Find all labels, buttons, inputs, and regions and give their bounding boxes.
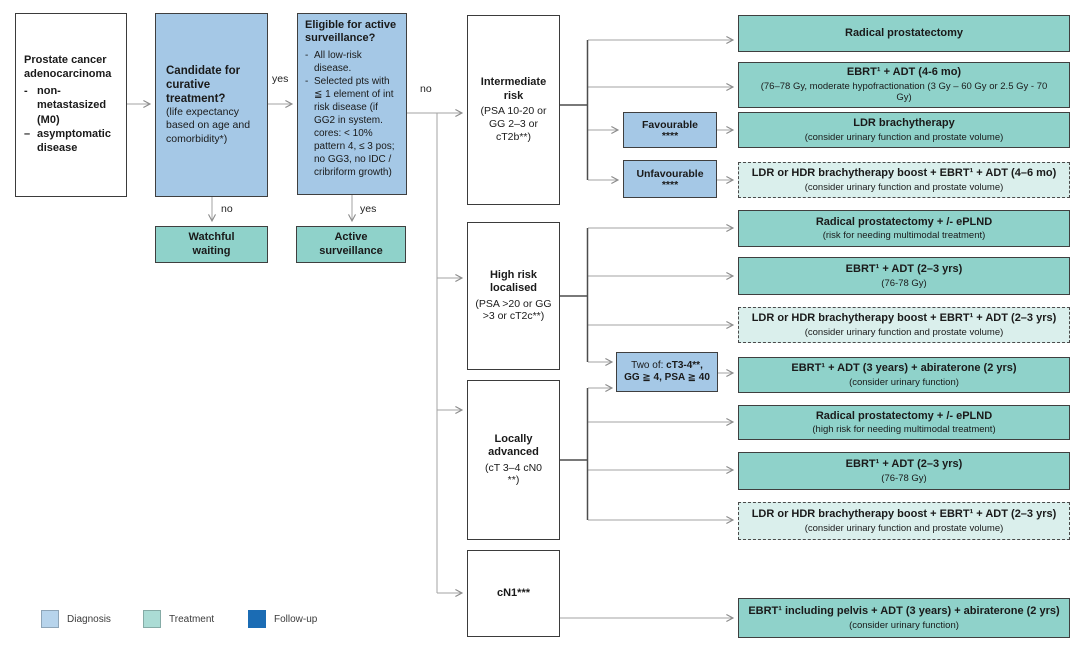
legend-label-diagnosis: Diagnosis xyxy=(67,613,111,625)
node-criteria: GG ≧ 4, PSA ≧ 40 xyxy=(624,372,710,383)
node-watchful-waiting: Watchful waiting xyxy=(155,226,268,263)
treatment-brachy-boost-ebrt-adt-4-6mo: LDR or HDR brachytherapy boost + EBRT¹ +… xyxy=(738,162,1070,198)
treatment-note: (76-78 Gy) xyxy=(881,277,927,289)
treatment-note: (high risk for needing multimodal treatm… xyxy=(812,424,996,435)
treatment-note: (consider urinary function and prostate … xyxy=(804,181,1004,193)
treatment-title: Radical prostatectomy xyxy=(845,26,963,39)
treatment-title: EBRT¹ + ADT (2–3 yrs) xyxy=(845,263,963,276)
legend-swatch-diagnosis xyxy=(41,610,59,628)
node-candidate-curative: Candidate for curative treatment? (life … xyxy=(155,13,268,197)
bullet-text: Selected pts with ≦ 1 element of int ris… xyxy=(314,75,395,178)
treatment-title: EBRT¹ + ADT (2–3 yrs) xyxy=(845,458,963,471)
node-locally-advanced: Locally advanced (cT 3–4 cN0 **) xyxy=(467,380,560,540)
treatment-note: (76–78 Gy, moderate hypofractionation (3… xyxy=(760,80,1048,104)
node-bullets: - non-metastasized (M0) – asymptomatic d… xyxy=(24,84,118,155)
treatment-title: Radical prostatectomy + /- ePLND xyxy=(815,215,993,228)
node-two-of-criteria: Two of: cT3-4**, GG ≧ 4, PSA ≧ 40 xyxy=(616,352,718,392)
treatment-note: (consider urinary function) xyxy=(849,619,959,631)
node-note: (life expectancy based on age and comorb… xyxy=(166,105,251,145)
node-title: Eligible for active surveillance? xyxy=(305,19,397,45)
bullet-marker: – xyxy=(24,128,31,141)
bullet-item: - non-metastasized (M0) xyxy=(24,84,118,127)
two-of-prefix: Two of: xyxy=(631,359,667,371)
treatment-ldr-brachytherapy: LDR brachytherapy (consider urinary func… xyxy=(738,112,1070,148)
label-no-candidate: no xyxy=(221,203,233,215)
bullet-text: non-metastasized (M0) xyxy=(37,85,107,126)
bullet-text: All low-risk disease. xyxy=(314,49,362,74)
node-start-diagnosis: Prostate cancer adenocarcinoma - non-met… xyxy=(15,13,127,197)
node-title: Intermediate risk xyxy=(480,76,547,102)
treatment-title: EBRT¹ including pelvis + ADT (3 years) +… xyxy=(748,605,1060,618)
bullet-marker: - xyxy=(305,49,309,61)
treatment-ebrt-pelvis-adt-abiraterone: EBRT¹ including pelvis + ADT (3 years) +… xyxy=(738,598,1070,638)
treatment-title: LDR or HDR brachytherapy boost + EBRT¹ +… xyxy=(751,312,1057,325)
legend-swatch-followup xyxy=(248,610,266,628)
treatment-ebrt-adt-2-3yrs-locadv: EBRT¹ + ADT (2–3 yrs) (76-78 Gy) xyxy=(738,452,1070,490)
node-bullets: - All low-risk disease. - Selected pts w… xyxy=(305,49,399,179)
node-criteria: (PSA 10-20 or GG 2–3 or cT2b**) xyxy=(480,105,547,143)
bullet-item: - Selected pts with ≦ 1 element of int r… xyxy=(305,75,399,179)
node-criteria: (PSA >20 or GG >3 or cT2c**) xyxy=(475,297,552,323)
treatment-radical-prostatectomy: Radical prostatectomy xyxy=(738,15,1070,52)
label-yes-eligible: yes xyxy=(360,203,377,215)
two-of-bold: cT3-4**, xyxy=(666,359,703,371)
treatment-title: LDR or HDR brachytherapy boost + EBRT¹ +… xyxy=(751,508,1057,521)
bullet-marker: - xyxy=(305,75,309,87)
node-criteria: (cT 3–4 cN0 **) xyxy=(485,461,542,487)
node-intermediate-risk: Intermediate risk (PSA 10-20 or GG 2–3 o… xyxy=(467,15,560,205)
node-favourable: Favourable **** xyxy=(623,112,717,148)
treatment-title: LDR or HDR brachytherapy boost + EBRT¹ +… xyxy=(751,167,1057,180)
treatment-title: EBRT¹ + ADT (4-6 mo) xyxy=(846,66,962,79)
treatment-brachy-boost-ebrt-adt-2-3yrs-locadv: LDR or HDR brachytherapy boost + EBRT¹ +… xyxy=(738,502,1070,540)
legend-item-treatment: Treatment xyxy=(143,610,214,628)
treatment-radical-prostatectomy-eplnd-locadv: Radical prostatectomy + /- ePLND (high r… xyxy=(738,405,1070,440)
bullet-item: – asymptomatic disease xyxy=(24,127,118,156)
node-high-risk-localised: High risk localised (PSA >20 or GG >3 or… xyxy=(467,222,560,370)
label-yes-candidate: yes xyxy=(272,73,289,85)
node-eligible-active-surveillance: Eligible for active surveillance? - All … xyxy=(297,13,407,195)
treatment-note: (consider urinary function and prostate … xyxy=(804,326,1004,338)
bullet-text: asymptomatic disease xyxy=(37,128,111,155)
treatment-note: (consider urinary function) xyxy=(849,376,959,388)
bullet-item: - All low-risk disease. xyxy=(305,49,399,75)
treatment-note: (consider urinary function and prostate … xyxy=(804,522,1004,534)
node-stars: **** xyxy=(661,130,679,143)
node-title: Unfavourable xyxy=(636,168,704,181)
node-title: cN1*** xyxy=(496,586,531,599)
legend-item-followup: Follow-up xyxy=(248,610,317,628)
node-active-surveillance: Active surveillance xyxy=(296,226,406,263)
node-title: Locally advanced xyxy=(488,432,539,459)
node-title: Favourable xyxy=(641,119,699,132)
treatment-ebrt-adt-2-3yrs-high: EBRT¹ + ADT (2–3 yrs) (76-78 Gy) xyxy=(738,257,1070,295)
legend-label-treatment: Treatment xyxy=(169,613,215,625)
treatment-note: (76-78 Gy) xyxy=(881,472,927,484)
treatment-title: EBRT¹ + ADT (3 years) + abiraterone (2 y… xyxy=(791,362,1017,375)
node-title: Watchful waiting xyxy=(188,231,235,257)
node-title: Active surveillance xyxy=(319,231,383,257)
node-title: Two of: cT3-4**, xyxy=(631,360,703,372)
treatment-ebrt-adt-4-6mo: EBRT¹ + ADT (4-6 mo) (76–78 Gy, moderate… xyxy=(738,62,1070,108)
legend-item-diagnosis: Diagnosis xyxy=(41,610,111,628)
node-unfavourable: Unfavourable **** xyxy=(623,160,717,198)
treatment-radical-prostatectomy-eplnd: Radical prostatectomy + /- ePLND (risk f… xyxy=(738,210,1070,247)
legend-label-followup: Follow-up xyxy=(274,613,318,625)
label-no-eligible: no xyxy=(420,83,432,95)
treatment-title: Radical prostatectomy + /- ePLND xyxy=(815,409,993,422)
legend-swatch-treatment xyxy=(143,610,161,628)
node-cn1: cN1*** xyxy=(467,550,560,637)
bullet-marker: - xyxy=(24,85,28,98)
node-title: Prostate cancer adenocarcinoma xyxy=(24,54,112,80)
treatment-brachy-boost-ebrt-adt-2-3yrs-high: LDR or HDR brachytherapy boost + EBRT¹ +… xyxy=(738,307,1070,343)
node-title: High risk localised xyxy=(489,268,538,295)
treatment-ebrt-adt-abiraterone: EBRT¹ + ADT (3 years) + abiraterone (2 y… xyxy=(738,357,1070,393)
treatment-title: LDR brachytherapy xyxy=(853,117,955,130)
treatment-note: (risk for needing multimodal treatment) xyxy=(822,230,986,241)
treatment-note: (consider urinary function and prostate … xyxy=(804,131,1004,143)
node-stars: **** xyxy=(661,179,679,192)
node-title: Candidate for curative treatment? xyxy=(166,64,241,105)
